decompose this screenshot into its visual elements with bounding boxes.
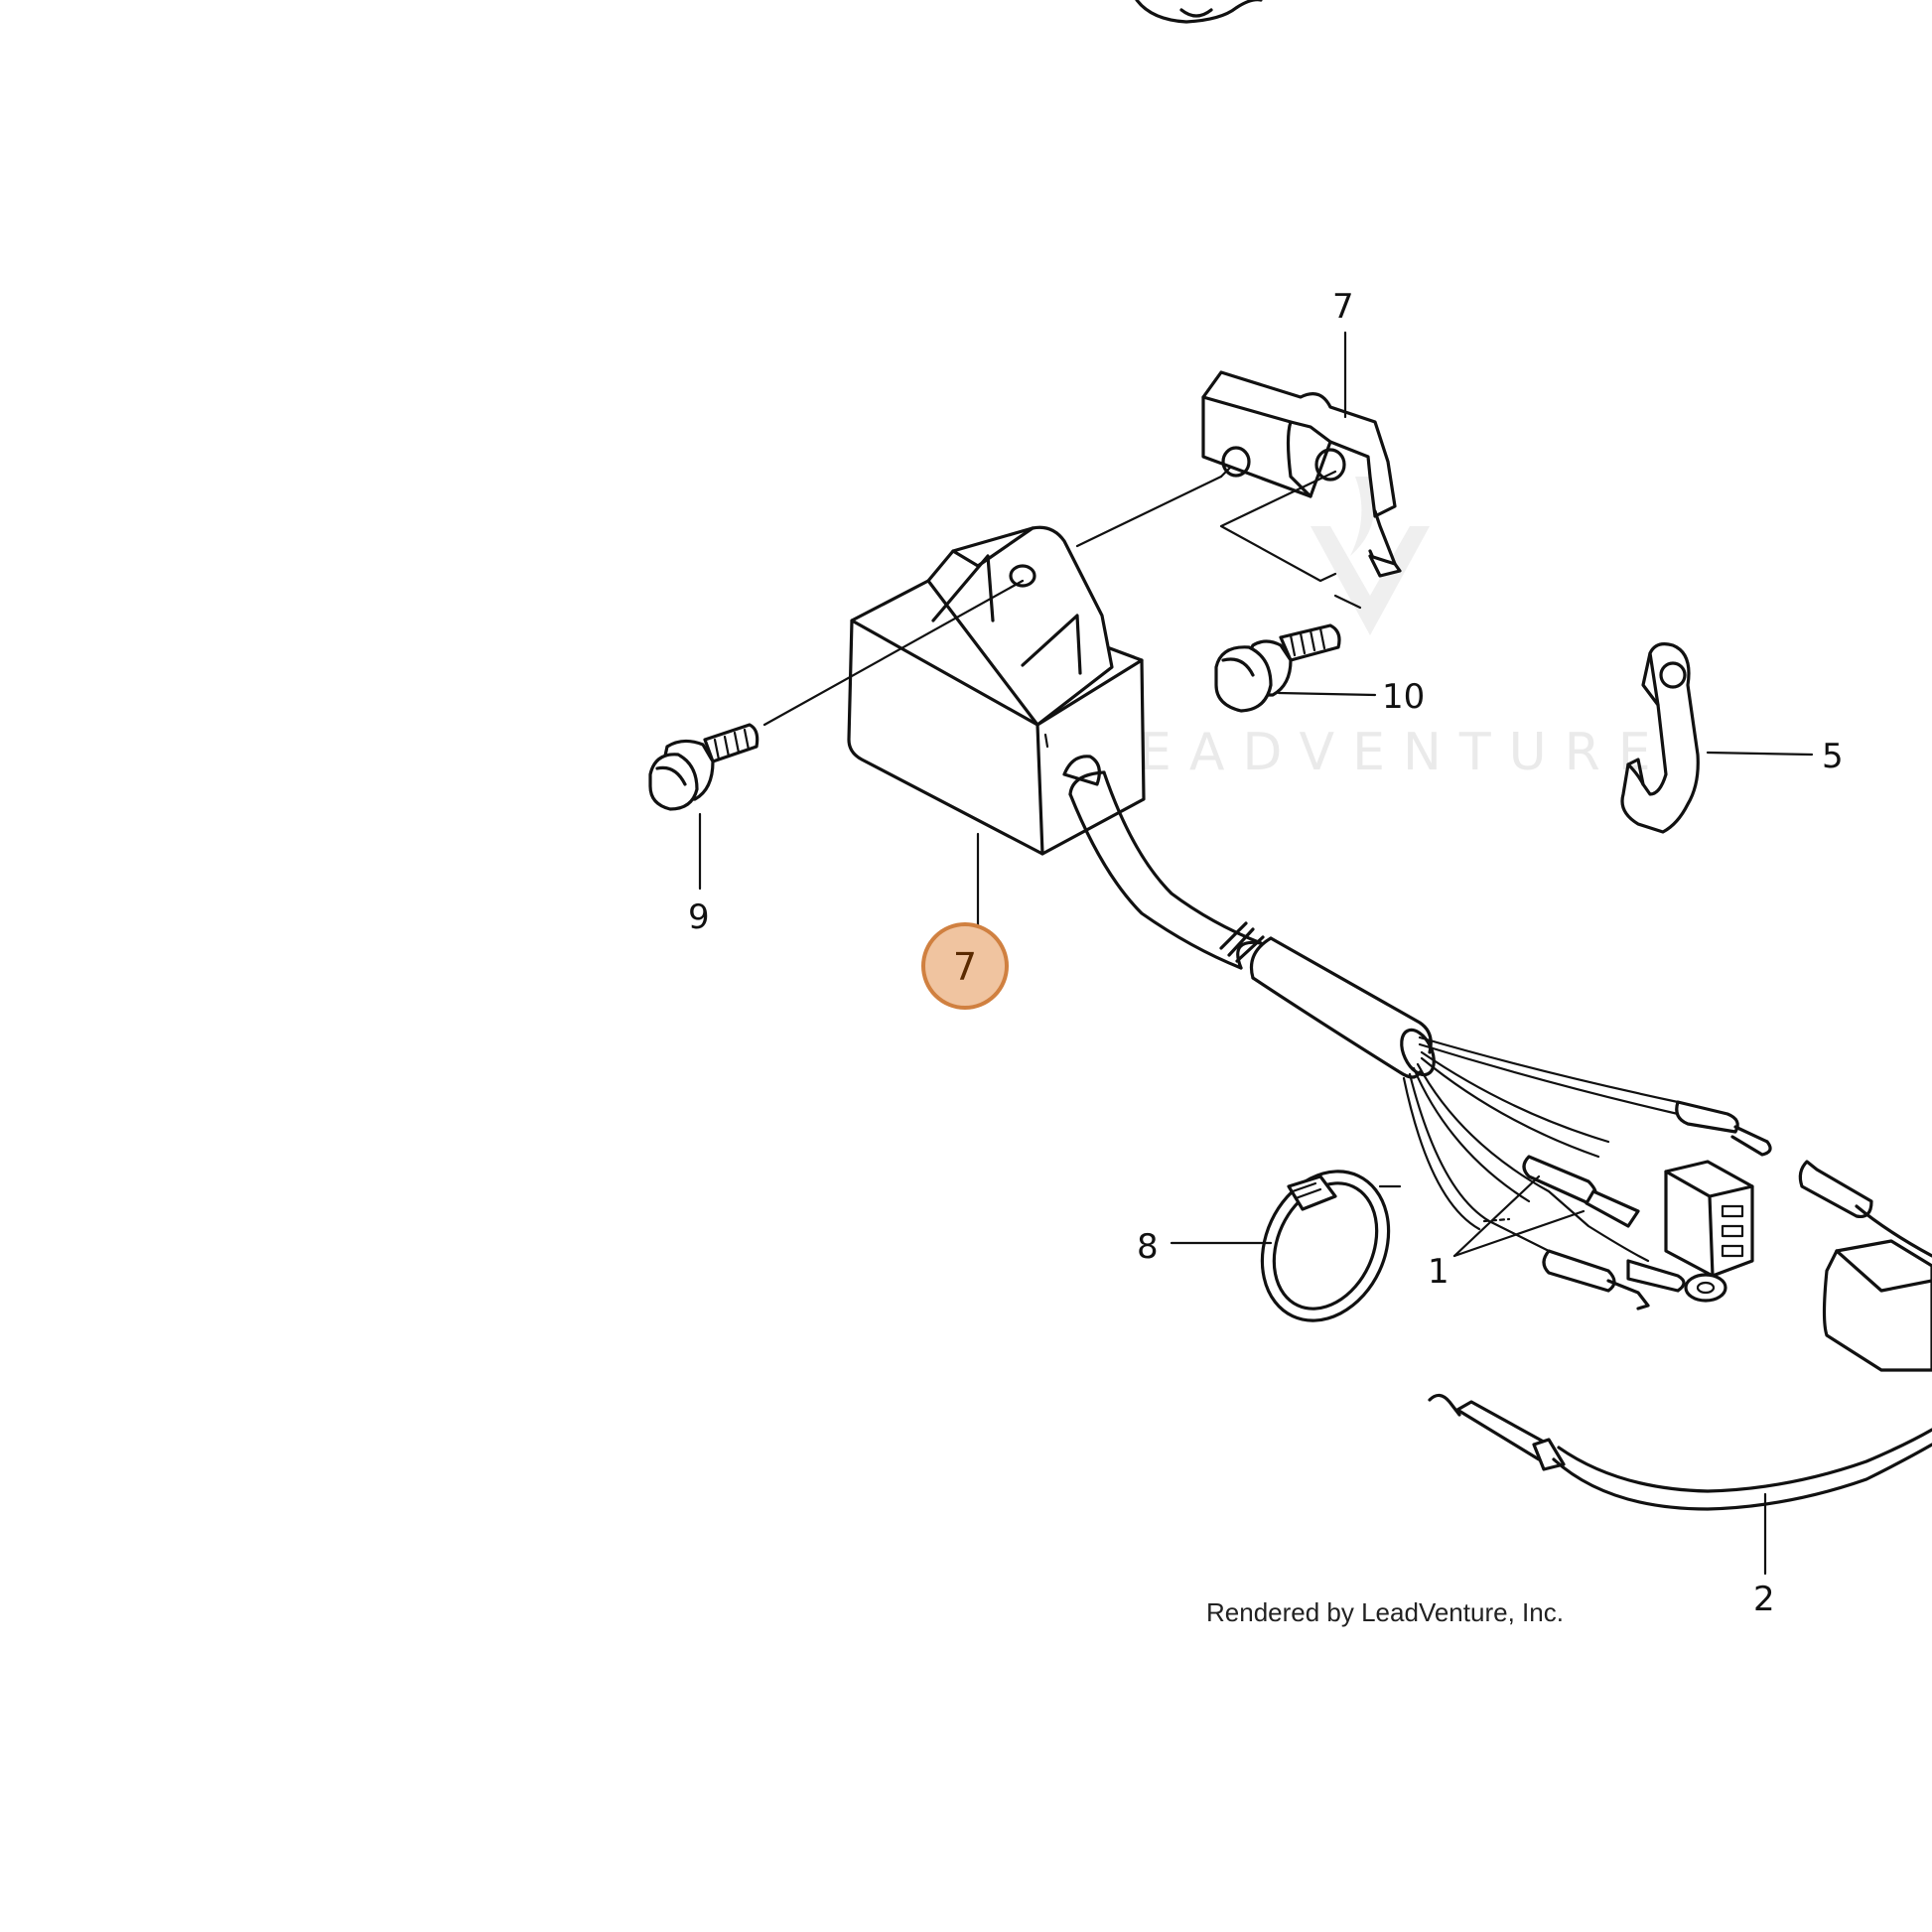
callout-7-highlight[interactable]: 7 bbox=[921, 922, 1009, 1010]
bracket[interactable] bbox=[1201, 370, 1402, 578]
right-connectors[interactable] bbox=[1798, 1160, 1932, 1372]
callouts: 7 10 5 9 8 1 2 7 bbox=[688, 287, 1844, 1619]
callout-4[interactable]: 7 bbox=[1332, 287, 1354, 327]
callout-9[interactable]: 9 bbox=[688, 897, 710, 937]
band-clamp-8[interactable] bbox=[1239, 1151, 1413, 1341]
cable-2[interactable] bbox=[1428, 1393, 1932, 1511]
credit-text: Rendered by LeadVenture, Inc. bbox=[1206, 1597, 1564, 1627]
callout-1[interactable]: 1 bbox=[1428, 1252, 1449, 1292]
leader-lines bbox=[762, 465, 1402, 1188]
bolt-10[interactable] bbox=[1214, 623, 1341, 713]
watermark-logo-icon bbox=[1311, 526, 1430, 635]
clamp-5[interactable] bbox=[1620, 642, 1700, 834]
highlight-circle[interactable] bbox=[921, 922, 1009, 1010]
callout-5[interactable]: 5 bbox=[1822, 737, 1844, 776]
bolt-9[interactable] bbox=[648, 723, 759, 811]
callout-2[interactable]: 2 bbox=[1753, 1580, 1775, 1619]
watermark: LEADVENTURE bbox=[1092, 477, 1669, 782]
callout-10[interactable]: 10 bbox=[1382, 677, 1425, 717]
top-part-fragment bbox=[1135, 0, 1263, 24]
watermark-text: LEADVENTURE bbox=[1092, 723, 1669, 782]
callout-leaders bbox=[698, 331, 1814, 1576]
callout-8[interactable]: 8 bbox=[1137, 1227, 1159, 1267]
callout-7[interactable]: 7 bbox=[953, 945, 977, 989]
cable-harness bbox=[1068, 770, 1680, 1263]
wire-terminals[interactable] bbox=[1522, 1100, 1772, 1311]
cdi-unit[interactable] bbox=[847, 525, 1146, 856]
